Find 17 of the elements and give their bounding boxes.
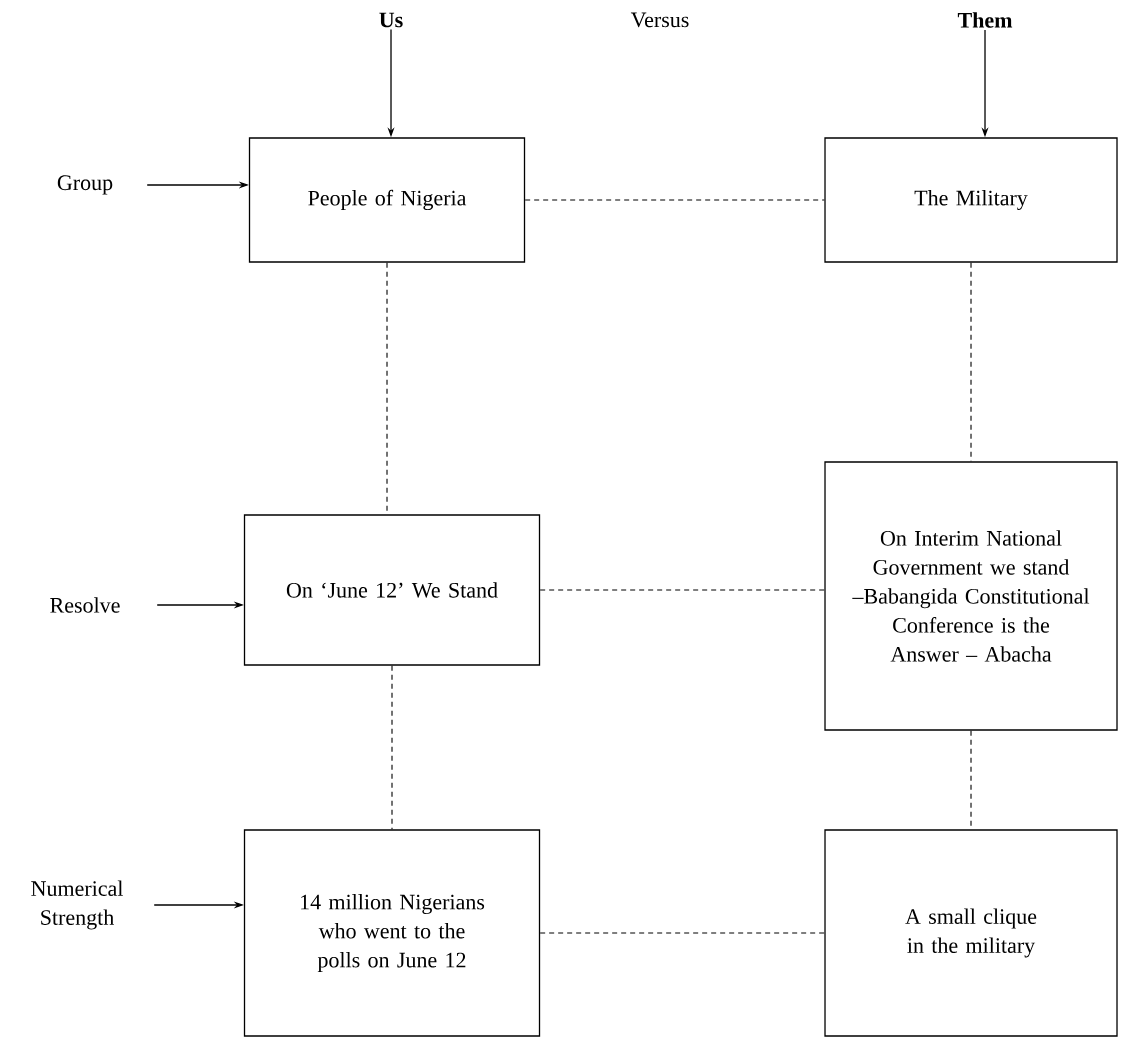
connector-line [539,589,825,591]
text-box: The Military [824,137,1118,263]
label-text: Them [957,12,1013,28]
label-text: Us [379,12,403,28]
text-box: A small clique in the military [824,829,1118,1037]
label-text: Group [57,175,113,195]
connector-line [539,932,825,934]
text-box: On ‘June 12’ We Stand [243,514,541,666]
label-text: Resolve [50,597,120,613]
heading-text: Versus [630,12,689,28]
connector-line [970,262,972,462]
label-text: Numerical Strength [31,880,123,930]
connector-line [524,199,825,201]
text-box: On Interim National Government we stand –Babangida Constitutional Conference is the Answer – Abacha [824,461,1118,731]
connector-line [391,665,393,830]
text-box: People of Nigeria [248,137,526,263]
text-box: 14 million Nigerians who went to the polls on June 12 [243,829,541,1037]
